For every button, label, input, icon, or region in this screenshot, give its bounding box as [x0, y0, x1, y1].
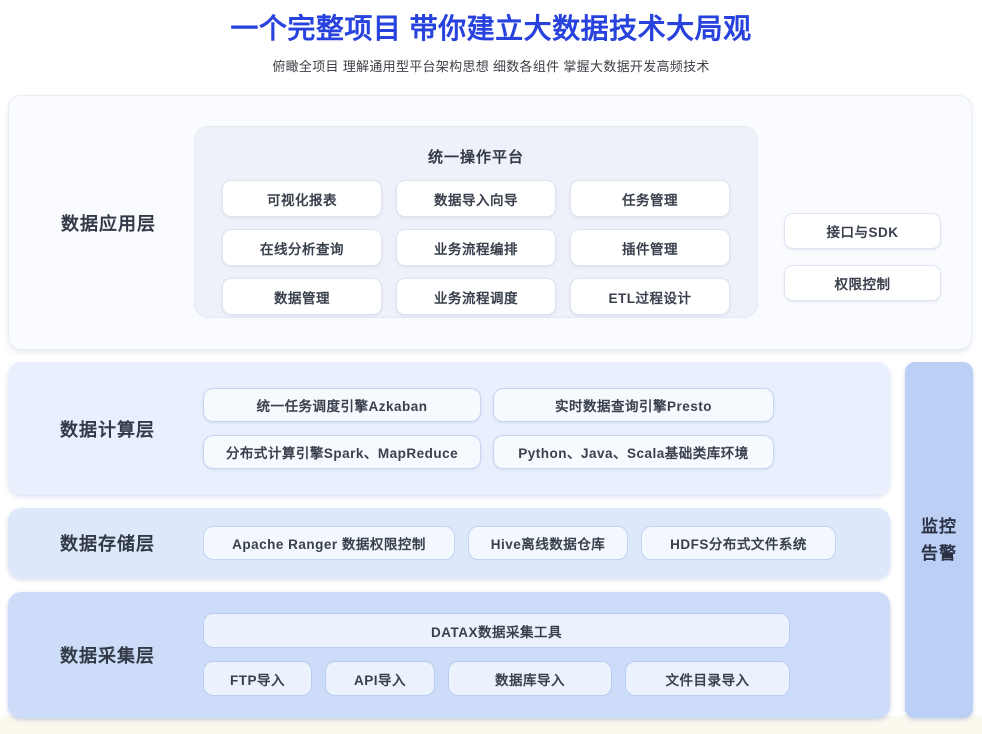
- monitor-alert-bar: 监控 告警: [905, 362, 973, 718]
- task-management-button[interactable]: 任务管理: [570, 180, 730, 217]
- hdfs-filesystem-button[interactable]: HDFS分布式文件系统: [641, 526, 836, 560]
- data-collection-layer-label: 数据采集层: [60, 646, 155, 666]
- api-sdk-button[interactable]: 接口与SDK: [784, 213, 941, 249]
- plugin-management-button[interactable]: 插件管理: [570, 229, 730, 266]
- spark-mapreduce-button[interactable]: 分布式计算引擎Spark、MapReduce: [203, 435, 481, 469]
- collection-button-row: FTP导入 API导入 数据库导入 文件目录导入: [203, 661, 790, 696]
- page-subtitle: 俯瞰全项目 理解通用型平台架构思想 细数各组件 掌握大数据开发高频技术: [272, 59, 710, 74]
- data-storage-layer-label: 数据存储层: [60, 534, 155, 554]
- monitor-alert-line-1: 监控: [921, 516, 957, 536]
- monitor-alert-line-2: 告警: [921, 544, 957, 563]
- datax-tool-button[interactable]: DATAX数据采集工具: [203, 613, 790, 648]
- workflow-orchestration-button[interactable]: 业务流程编排: [396, 229, 556, 266]
- compute-button-grid: 统一任务调度引擎Azkaban 实时数据查询引擎Presto 分布式计算引擎Sp…: [203, 388, 774, 469]
- language-libs-button[interactable]: Python、Java、Scala基础类库环境: [493, 435, 774, 469]
- file-dir-import-button[interactable]: 文件目录导入: [625, 661, 790, 696]
- data-application-layer-label: 数据应用层: [61, 213, 156, 234]
- db-import-button[interactable]: 数据库导入: [448, 661, 612, 696]
- unified-operation-platform-panel: 统一操作平台 可视化报表 数据导入向导 任务管理 在线分析查询 业务流程编排 插…: [194, 126, 758, 318]
- data-collection-layer-panel: 数据采集层 DATAX数据采集工具 FTP导入 API导入 数据库导入 文件目录…: [8, 592, 890, 718]
- data-compute-layer-panel: 数据计算层 统一任务调度引擎Azkaban 实时数据查询引擎Presto 分布式…: [8, 362, 890, 495]
- presto-query-button[interactable]: 实时数据查询引擎Presto: [493, 388, 774, 422]
- azkaban-scheduler-button[interactable]: 统一任务调度引擎Azkaban: [203, 388, 481, 422]
- storage-button-row: Apache Ranger 数据权限控制 Hive离线数据仓库 HDFS分布式文…: [203, 526, 836, 560]
- page-header: 一个完整项目 带你建立大数据技术大局观 俯瞰全项目 理解通用型平台架构思想 细数…: [0, 0, 982, 75]
- workflow-scheduling-button[interactable]: 业务流程调度: [396, 278, 556, 315]
- online-analysis-button[interactable]: 在线分析查询: [222, 229, 382, 266]
- permission-control-button[interactable]: 权限控制: [784, 265, 941, 301]
- api-import-button[interactable]: API导入: [325, 661, 435, 696]
- data-application-layer-panel: 数据应用层 统一操作平台 可视化报表 数据导入向导 任务管理 在线分析查询 业务…: [8, 95, 972, 350]
- data-storage-layer-panel: 数据存储层 Apache Ranger 数据权限控制 Hive离线数据仓库 HD…: [8, 508, 890, 578]
- platform-button-grid: 可视化报表 数据导入向导 任务管理 在线分析查询 业务流程编排 插件管理 数据管…: [195, 180, 757, 315]
- etl-design-button[interactable]: ETL过程设计: [570, 278, 730, 315]
- application-side-buttons: 接口与SDK 权限控制: [784, 213, 941, 301]
- unified-operation-platform-title: 统一操作平台: [427, 149, 524, 166]
- hive-warehouse-button[interactable]: Hive离线数据仓库: [468, 526, 628, 560]
- data-compute-layer-label: 数据计算层: [60, 419, 155, 440]
- data-import-wizard-button[interactable]: 数据导入向导: [396, 180, 556, 217]
- ranger-permission-button[interactable]: Apache Ranger 数据权限控制: [203, 526, 455, 560]
- data-management-button[interactable]: 数据管理: [222, 278, 382, 315]
- page-title: 一个完整项目 带你建立大数据技术大局观: [230, 13, 752, 44]
- visual-report-button[interactable]: 可视化报表: [222, 180, 382, 217]
- ftp-import-button[interactable]: FTP导入: [203, 661, 312, 696]
